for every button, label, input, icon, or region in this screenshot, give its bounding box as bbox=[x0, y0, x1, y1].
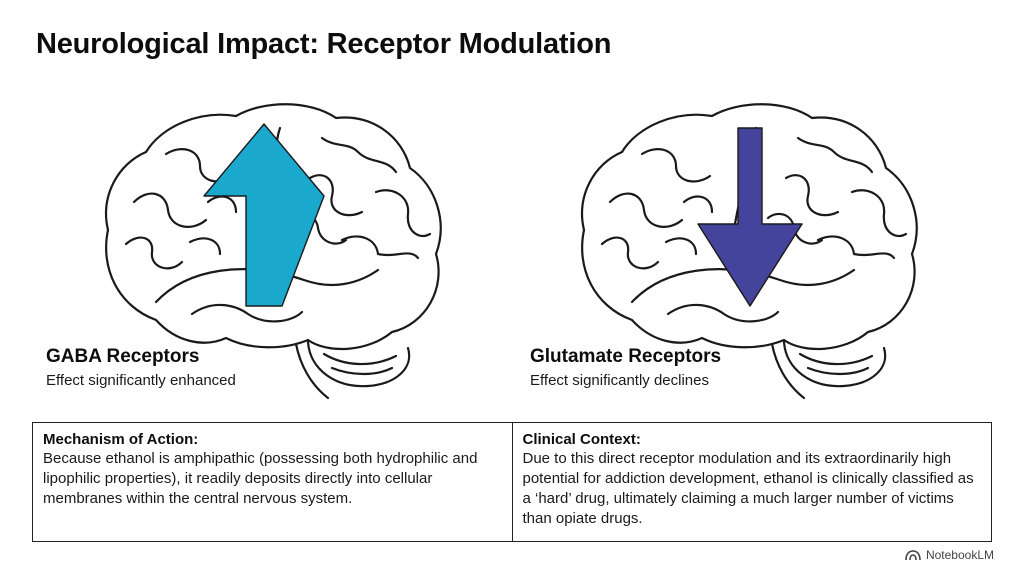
info-box: Mechanism of Action: Because ethanol is … bbox=[32, 422, 992, 542]
footer-brand-text: NotebookLM bbox=[925, 548, 994, 562]
glutamate-label: Glutamate Receptors Effect significantly… bbox=[530, 346, 721, 389]
gaba-heading: GABA Receptors bbox=[46, 346, 200, 367]
arrow-down-icon bbox=[697, 127, 803, 307]
glutamate-heading: Glutamate Receptors bbox=[530, 346, 722, 367]
gaba-label: GABA Receptors Effect significantly enha… bbox=[46, 346, 236, 389]
footer-brand: NotebookLM bbox=[905, 548, 994, 562]
page-title: Neurological Impact: Receptor Modulation bbox=[36, 28, 612, 60]
mechanism-heading: Mechanism of Action: bbox=[43, 431, 199, 448]
clinical-heading: Clinical Context: bbox=[522, 431, 641, 448]
mechanism-text: Because ethanol is amphipathic (possessi… bbox=[43, 450, 478, 507]
left-brain-diagram bbox=[105, 103, 442, 400]
glutamate-effect: Effect significantly declines bbox=[530, 372, 709, 389]
mechanism-panel: Mechanism of Action: Because ethanol is … bbox=[33, 423, 512, 541]
clinical-text: Due to this direct receptor modulation a… bbox=[522, 450, 974, 527]
clinical-panel: Clinical Context: Due to this direct rec… bbox=[511, 423, 992, 541]
right-brain-diagram bbox=[581, 103, 918, 400]
notebooklm-logo-icon bbox=[905, 549, 921, 560]
arrow-up-icon bbox=[203, 123, 325, 307]
gaba-effect: Effect significantly enhanced bbox=[46, 372, 236, 389]
